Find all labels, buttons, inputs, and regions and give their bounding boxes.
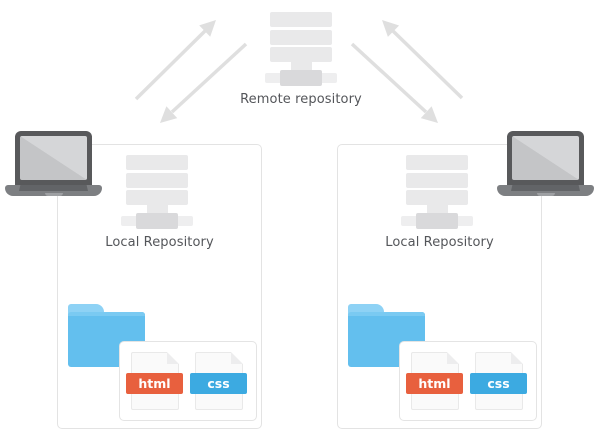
local-repository-label: Local Repository [105,235,214,250]
file-badge-css: css [470,373,527,394]
server-row [270,29,332,45]
file-badge-html: html [406,373,463,394]
server-neck [290,62,312,72]
file-badge-css: css [190,373,247,394]
local-panel-right: Local Repository html css [337,144,542,429]
files-card: html css [119,341,257,421]
push-arrow-left [134,29,207,101]
laptop-notch [44,192,63,196]
server-neck [426,205,448,215]
local-server-icon [121,155,193,231]
server-row [270,12,332,27]
page-fold-icon [511,352,523,364]
server-row [406,190,468,205]
laptop-screen [20,136,87,180]
laptop-keyboard [19,185,88,191]
local-repository-label: Local Repository [385,235,494,250]
remote-server-icon [265,12,337,88]
pull-arrowhead-right [420,106,438,123]
laptop-icon-right [497,131,594,196]
laptop-lid [507,131,584,185]
server-row [406,172,468,188]
server-neck [146,205,168,215]
page-fold-icon [447,352,459,364]
laptop-base [497,185,594,196]
page-fold-icon [167,352,179,364]
laptop-base [5,185,102,196]
remote-repository-label: Remote repository [240,92,362,107]
push-arrowhead-left [199,20,216,37]
files-card: html css [399,341,537,421]
server-block [136,213,178,229]
server-block [280,70,322,86]
pull-arrowhead-left [160,106,178,123]
server-row [126,172,188,188]
server-row [270,47,332,62]
server-row [126,190,188,205]
push-arrow-right [391,29,464,100]
laptop-keyboard [511,185,580,191]
pull-arrow-right [350,42,428,114]
server-row [126,155,188,170]
laptop-icon-left [5,131,102,196]
server-row [406,155,468,170]
laptop-notch [536,192,555,196]
pull-arrow-left [170,42,248,114]
file-badge-html: html [126,373,183,394]
push-arrowhead-right [382,20,400,37]
laptop-lid [15,131,92,185]
page-fold-icon [231,352,243,364]
server-block [416,213,458,229]
laptop-screen [512,136,579,180]
local-server-icon [401,155,473,231]
